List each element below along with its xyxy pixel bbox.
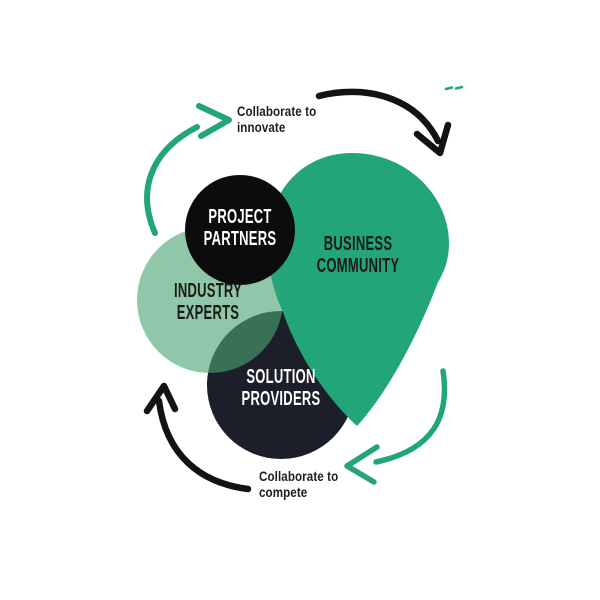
arrow-top-left [144,103,232,236]
arrow-bottom-left-head [143,382,179,415]
arrow-top-left-shaft [144,124,200,236]
arrow-top-right [315,88,452,157]
arrow-bottom-left [143,382,252,493]
green-dash-marks [444,85,464,91]
arrow-bottom-right-shaft [373,368,448,465]
business-community-teardrop [268,153,449,426]
arrow-bottom-right [344,368,448,485]
arrow-top-right-shaft [315,88,442,145]
arrow-top-right-head [413,121,452,157]
arrow-top-left-head [196,103,232,139]
project-partners-circle [185,175,295,285]
arrow-bottom-left-shaft [155,397,252,493]
collaborate-to-compete-note: Collaborate to compete [259,469,339,500]
collaborate-to-innovate-note: Collaborate to innovate [237,104,317,135]
green-dash-2 [454,85,464,90]
arrow-bottom-right-head [344,444,380,485]
green-dash-1 [444,86,454,91]
